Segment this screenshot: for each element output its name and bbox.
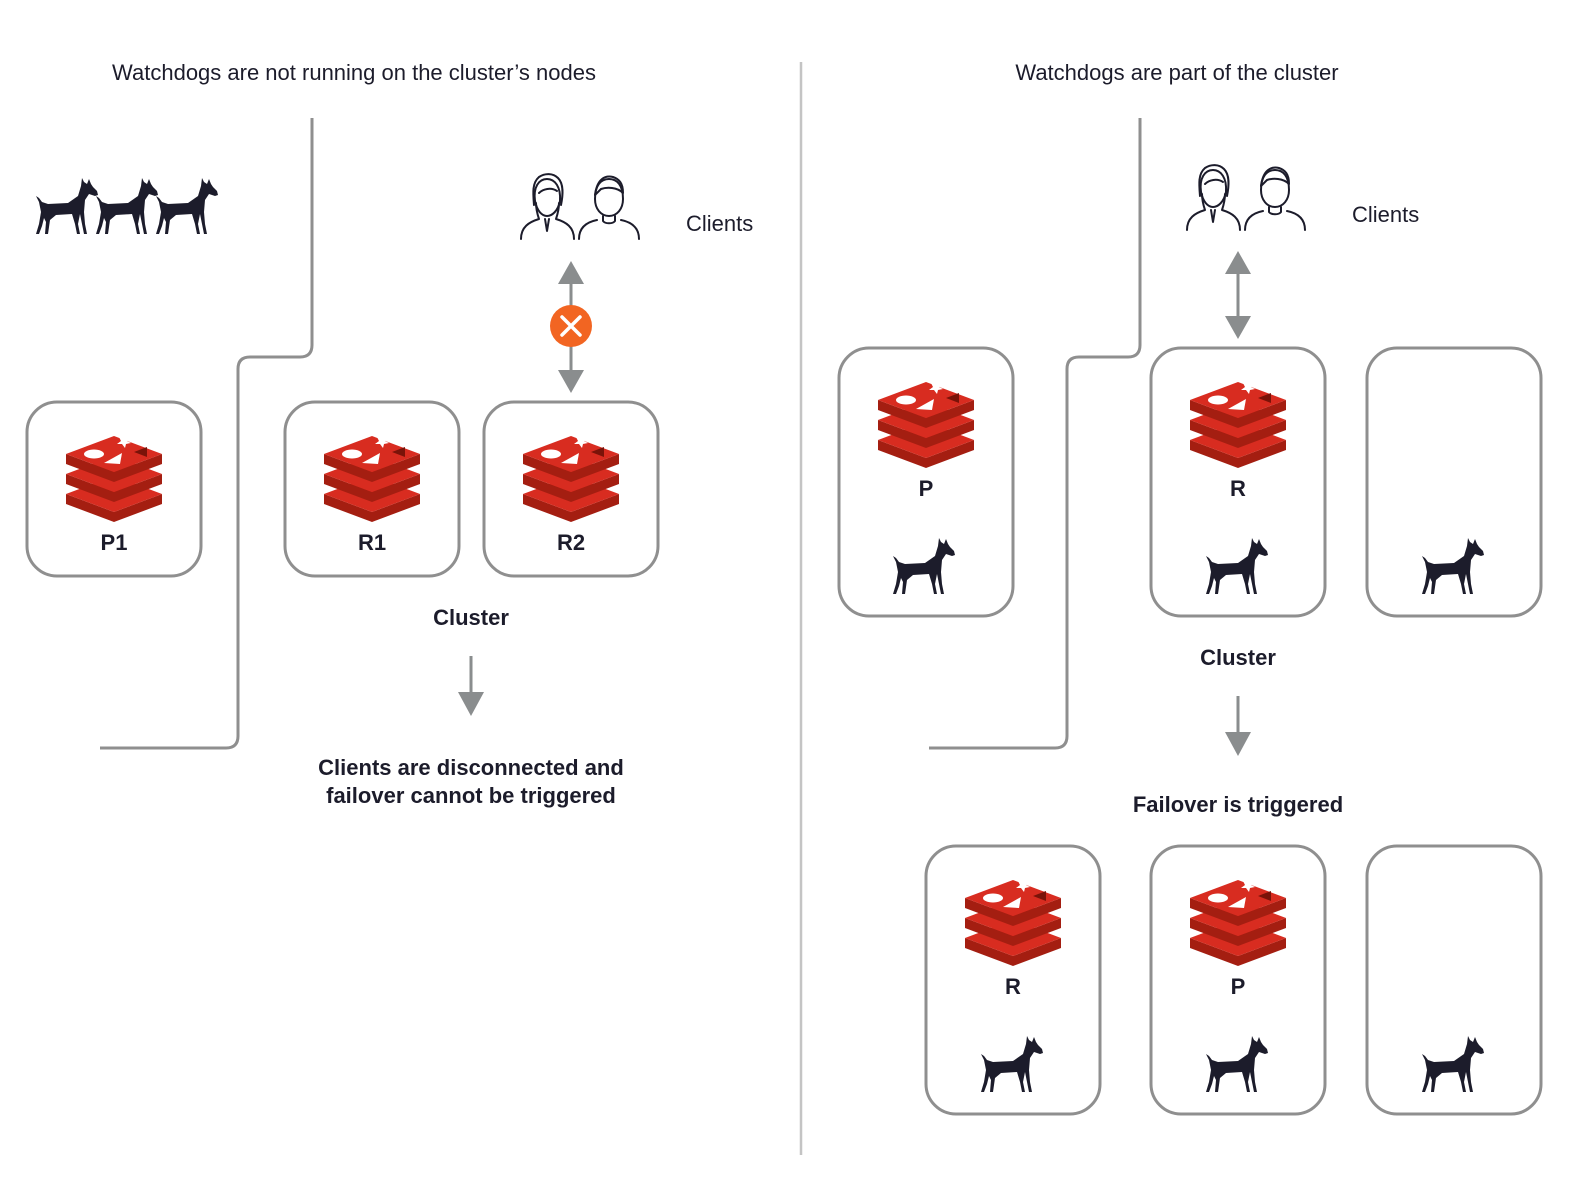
node-p1: P1 <box>25 400 203 578</box>
outcome-line-2: failover cannot be triggered <box>326 783 616 808</box>
cluster-label: Cluster <box>1200 645 1276 670</box>
broken-connection-arrow <box>550 261 592 393</box>
node-watchdog-only <box>1365 346 1543 618</box>
redis-logo-icon <box>324 436 420 522</box>
redis-logo-icon <box>965 880 1061 966</box>
node-label: P1 <box>101 530 128 555</box>
node-new-replica: R <box>924 844 1102 1116</box>
node-primary: P <box>837 346 1015 618</box>
left-panel: Watchdogs are not running on the cluster… <box>25 60 753 808</box>
doberman-icon <box>36 178 98 234</box>
people-icon <box>1186 164 1306 231</box>
node-label: R2 <box>557 530 585 555</box>
node-label: R <box>1230 476 1246 501</box>
redis-logo-icon <box>66 436 162 522</box>
people-icon <box>520 173 640 240</box>
right-panel: Watchdogs are part of the cluster Client… <box>837 60 1543 1116</box>
x-mark <box>560 315 582 337</box>
redis-logo-icon <box>1190 880 1286 966</box>
node-label: P <box>919 476 934 501</box>
redis-logo-icon <box>523 436 619 522</box>
node-r1: R1 <box>283 400 461 578</box>
node-label: R1 <box>358 530 386 555</box>
node-new-primary: P <box>1149 844 1327 1116</box>
network-partition-line <box>100 118 314 750</box>
redis-logo-icon <box>1190 382 1286 468</box>
outcome-line-1: Clients are disconnected and <box>318 755 624 780</box>
clients-label: Clients <box>686 211 753 236</box>
node-label: R <box>1005 974 1021 999</box>
node-watchdog-only <box>1365 844 1543 1116</box>
connection-arrow <box>1225 251 1251 339</box>
down-arrow-icon <box>1225 696 1251 756</box>
watchdog-group <box>36 178 218 234</box>
right-panel-title: Watchdogs are part of the cluster <box>1015 60 1338 85</box>
network-partition-line <box>929 118 1142 750</box>
clients-label: Clients <box>1352 202 1419 227</box>
failover-label: Failover is triggered <box>1133 792 1343 817</box>
doberman-icon <box>96 178 158 234</box>
left-panel-title: Watchdogs are not running on the cluster… <box>112 60 596 85</box>
down-arrow-icon <box>458 656 484 716</box>
cluster-label: Cluster <box>433 605 509 630</box>
node-replica: R <box>1149 346 1327 618</box>
redis-logo-icon <box>878 382 974 468</box>
doberman-icon <box>156 178 218 234</box>
node-r2: R2 <box>482 400 660 578</box>
node-label: P <box>1231 974 1246 999</box>
